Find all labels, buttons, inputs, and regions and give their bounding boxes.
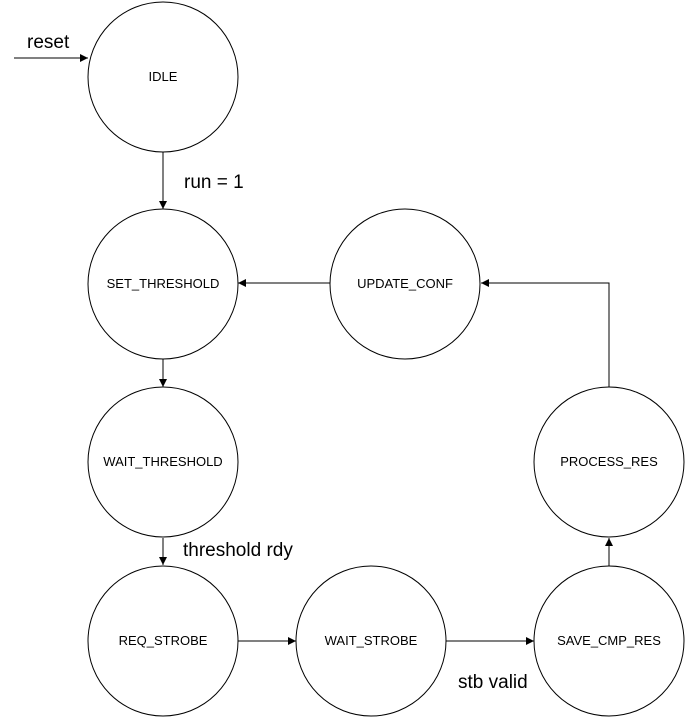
state-wait-strobe-label: WAIT_STROBE bbox=[325, 633, 418, 648]
state-save-cmp-res-label: SAVE_CMP_RES bbox=[557, 633, 661, 648]
transition-threshold-rdy-label: threshold rdy bbox=[183, 540, 293, 561]
state-req-strobe-label: REQ_STROBE bbox=[119, 633, 208, 648]
edge-process-res-to-update-conf bbox=[481, 279, 610, 387]
state-update-conf-label: UPDATE_CONF bbox=[357, 276, 453, 291]
state-update-conf: UPDATE_CONF bbox=[329, 208, 481, 360]
state-wait-threshold-label: WAIT_THRESHOLD bbox=[103, 454, 222, 469]
state-idle: IDLE bbox=[87, 1, 239, 153]
state-save-cmp-res: SAVE_CMP_RES bbox=[533, 565, 685, 717]
state-set-threshold: SET_THRESHOLD bbox=[87, 208, 239, 360]
state-process-res-label: PROCESS_RES bbox=[560, 454, 658, 469]
state-wait-threshold: WAIT_THRESHOLD bbox=[87, 386, 239, 538]
transition-reset-label: reset bbox=[27, 32, 70, 53]
transition-run-label: run = 1 bbox=[184, 172, 244, 193]
transition-stb-valid-label: stb valid bbox=[458, 672, 528, 693]
state-set-threshold-label: SET_THRESHOLD bbox=[107, 276, 220, 291]
state-wait-strobe: WAIT_STROBE bbox=[295, 565, 447, 717]
state-process-res: PROCESS_RES bbox=[533, 386, 685, 538]
state-idle-label: IDLE bbox=[149, 69, 178, 84]
state-req-strobe: REQ_STROBE bbox=[87, 565, 239, 717]
